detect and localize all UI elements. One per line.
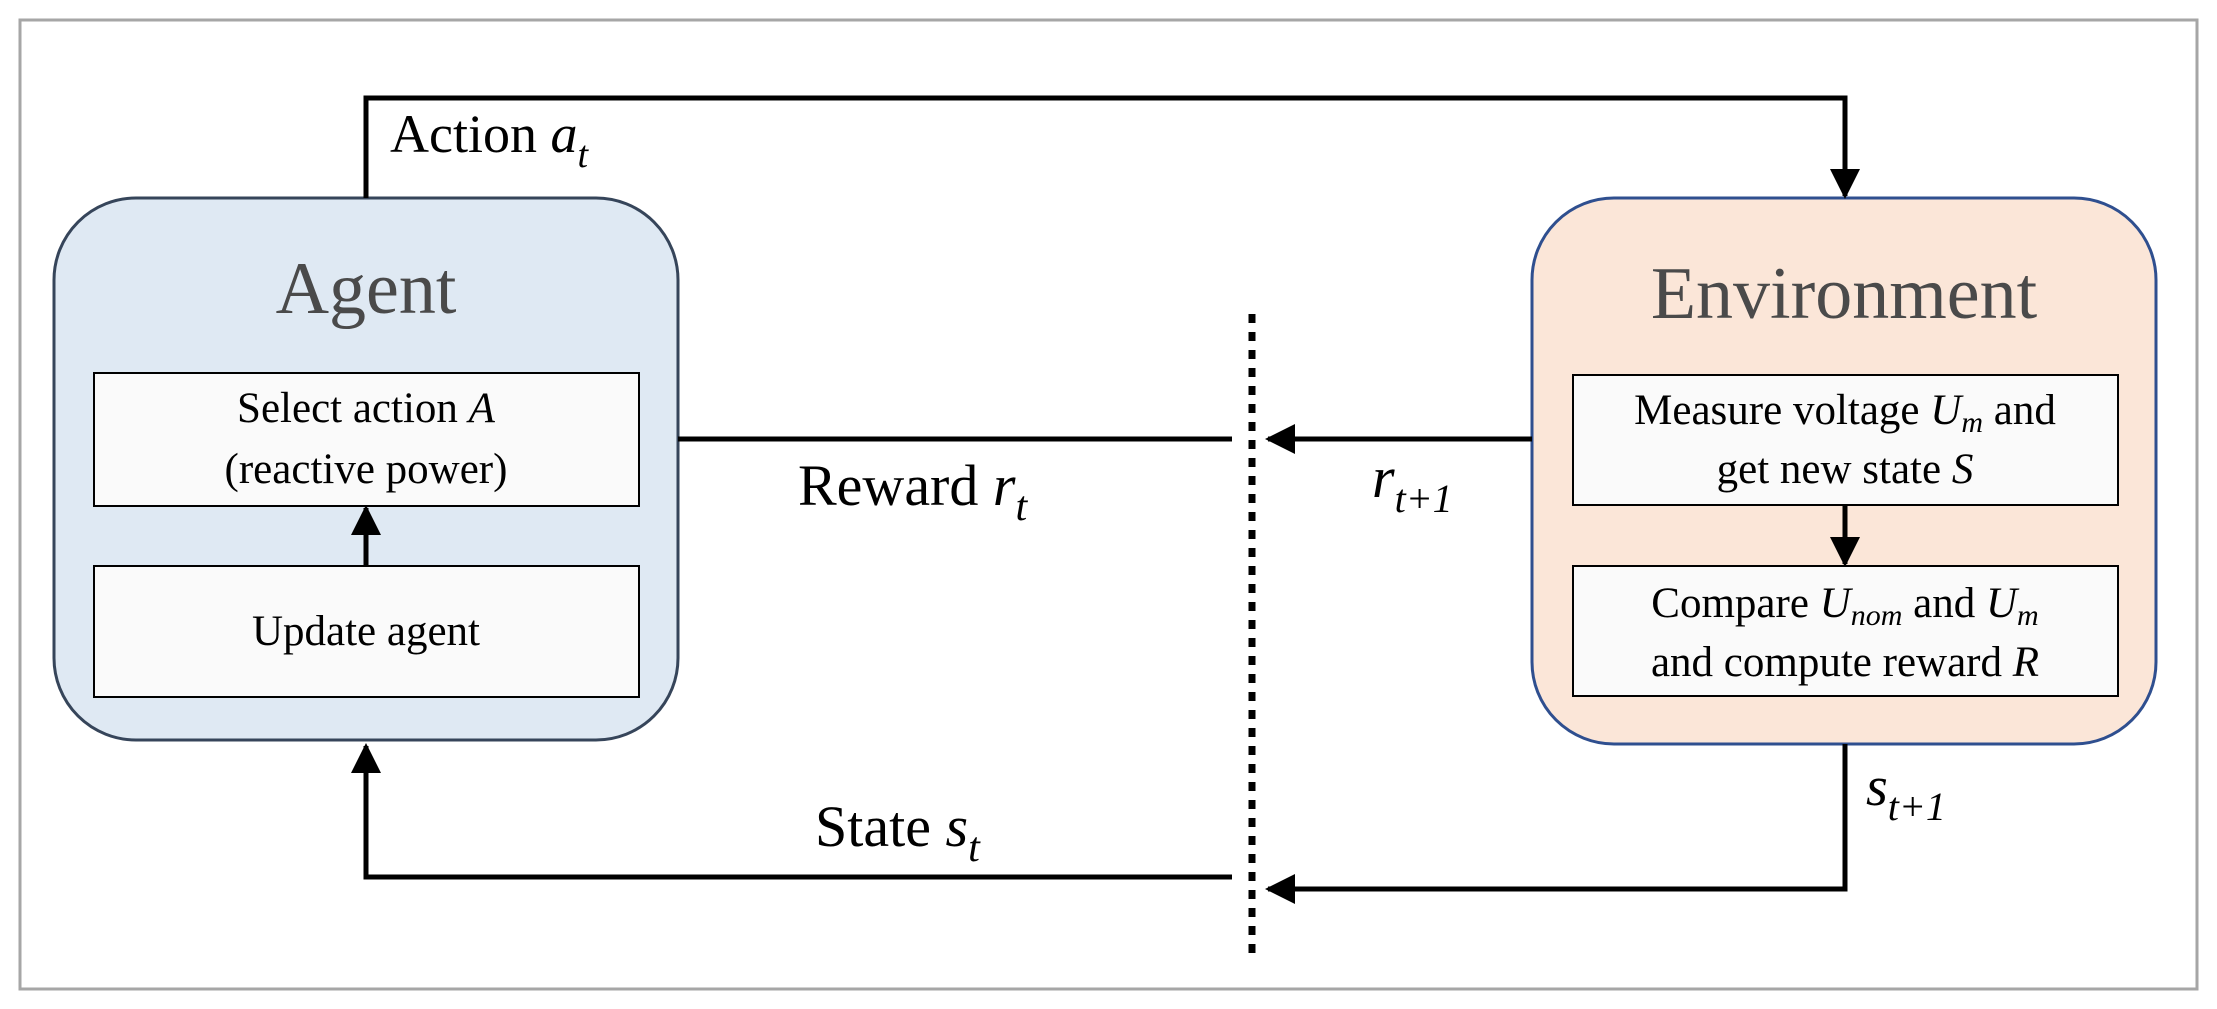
environment-title: Environment — [1651, 253, 2038, 335]
update-agent-label: Update agent — [252, 608, 480, 655]
select-action-line1: Select action A — [237, 385, 496, 432]
select-action-line2: (reactive power) — [225, 446, 508, 493]
action-label: Action at — [390, 104, 589, 176]
action-arrow — [363, 95, 1860, 199]
compare-box: Compare Unom and Um and compute reward R — [1572, 565, 2119, 697]
state-next-arrow — [1265, 744, 1848, 904]
compare-line2: and compute reward R — [1651, 639, 2039, 686]
measure-line2: get new state S — [1717, 446, 1974, 493]
state-next-label: st+1 — [1866, 756, 1946, 829]
reward-next-label: rt+1 — [1372, 445, 1453, 521]
update-agent-box: Update agent — [93, 565, 640, 698]
select-action-box: Select action A (reactive power) — [93, 372, 640, 507]
state-arrow — [351, 743, 1232, 880]
state-label: State st — [815, 794, 981, 871]
measure-line1: Measure voltage Um and — [1634, 387, 2056, 439]
compare-line1: Compare Unom and Um — [1651, 580, 2038, 632]
agent-title: Agent — [276, 248, 457, 330]
agent-box: Agent Select action A (reactive power) U… — [52, 196, 680, 742]
environment-box: Environment Measure voltage Um and get n… — [1530, 196, 2158, 746]
measure-voltage-box: Measure voltage Um and get new state S — [1572, 374, 2119, 506]
reward-label: Reward rt — [798, 453, 1028, 530]
